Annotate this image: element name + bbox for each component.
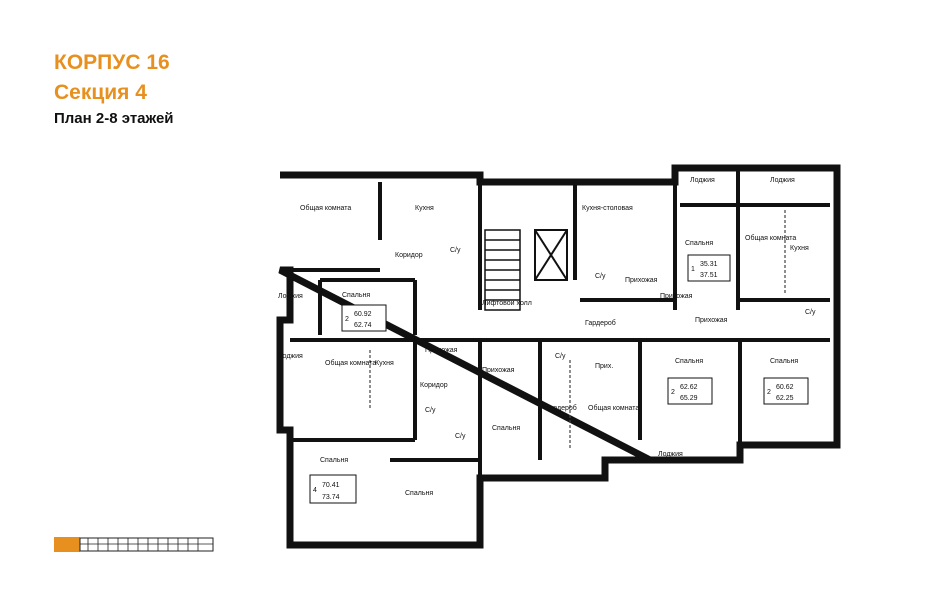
apartment-area: 62.25 — [776, 395, 794, 402]
mini-key-plan-thumbnail — [54, 537, 214, 552]
mini-key-grid — [80, 538, 213, 551]
plan-subtitle: План 2-8 этажей — [54, 110, 174, 127]
apartment-area: 62.62 — [680, 384, 698, 391]
room-label: Прихожая — [625, 277, 658, 284]
room-label: Лоджия — [278, 353, 303, 360]
room-label: Спальня — [770, 358, 798, 365]
room-label: Гардероб — [546, 404, 577, 412]
room-label: Гардероб — [585, 319, 616, 327]
room-label: Лоджия — [658, 451, 683, 458]
room-label: Спальня — [685, 240, 713, 247]
room-label: Кухня — [790, 245, 809, 252]
room-label: Спальня — [675, 358, 703, 365]
apartment-number: 2 — [671, 389, 675, 396]
room-label: Прихожая — [660, 293, 693, 300]
apartment-number: 4 — [313, 487, 317, 494]
room-label: Общая комната — [745, 234, 796, 242]
room-label: С/у — [805, 309, 816, 316]
stairwell — [484, 229, 521, 311]
room-label: С/у — [455, 433, 466, 440]
apartment-tag: 1 35.31 37.51 — [687, 254, 731, 282]
room-label: С/у — [555, 353, 566, 360]
apartment-tag: 4 70.41 73.74 — [309, 474, 357, 504]
room-label: С/у — [450, 247, 461, 254]
room-labels: Общая комната Кухня Кухня-столовая Спаль… — [278, 177, 816, 497]
room-label: Лоджия — [770, 177, 795, 184]
room-label: Лифтовой холл — [482, 299, 532, 307]
dashed-partitions — [369, 210, 786, 450]
room-label: Прих. — [595, 363, 613, 370]
apartment-number: 2 — [345, 316, 349, 323]
title-block: КОРПУС 16 Секция 4 План 2-8 этажей — [54, 48, 174, 130]
room-label: Кухня-столовая — [582, 205, 633, 212]
room-label: Общая комната — [325, 359, 376, 367]
inner-walls — [290, 168, 830, 478]
room-label: Кухня — [415, 205, 434, 212]
apartment-tag: 2 60.92 62.74 — [341, 304, 387, 332]
room-label: Общая комната — [588, 404, 639, 412]
elevator-shaft — [534, 229, 568, 281]
room-label: Спальня — [405, 490, 433, 497]
apartment-area: 73.74 — [322, 494, 340, 501]
room-label: Общая комната — [300, 204, 351, 212]
floor-plan: Общая комната Кухня Кухня-столовая Спаль… — [276, 164, 841, 549]
room-label: С/у — [425, 407, 436, 414]
apartment-area: 65.29 — [680, 395, 698, 402]
apartment-area: 62.74 — [354, 322, 372, 329]
apartment-number: 1 — [691, 266, 695, 273]
apartment-area: 60.62 — [776, 384, 794, 391]
room-label: Прихожая — [425, 347, 458, 354]
apartment-area: 35.31 — [700, 261, 718, 268]
room-label: С/у — [595, 273, 606, 280]
room-label: Спальня — [320, 457, 348, 464]
highlighted-section-marker — [54, 537, 80, 552]
room-label: Спальня — [492, 425, 520, 432]
section-title: Секция 4 — [54, 81, 147, 104]
apartment-area: 37.51 — [700, 272, 718, 279]
other-sections-outline — [79, 537, 214, 552]
apartment-area: 60.92 — [354, 311, 372, 318]
room-label: Лоджия — [690, 177, 715, 184]
room-label: Коридор — [420, 382, 448, 389]
apartment-tags: 1 35.31 37.51 2 60.92 62.74 2 62.62 65.2… — [309, 254, 809, 504]
apartment-tag: 2 62.62 65.29 — [667, 377, 713, 405]
room-label: Спальня — [342, 292, 370, 299]
room-label: Прихожая — [695, 317, 728, 324]
room-label: Кухня — [375, 360, 394, 367]
apartment-number: 2 — [767, 389, 771, 396]
apartment-tag: 2 60.62 62.25 — [763, 377, 809, 405]
room-label: Коридор — [395, 252, 423, 259]
building-title: КОРПУС 16 — [54, 51, 170, 74]
room-label: Прихожая — [482, 367, 515, 374]
apartment-area: 70.41 — [322, 482, 340, 489]
room-label: Лоджия — [278, 293, 303, 300]
